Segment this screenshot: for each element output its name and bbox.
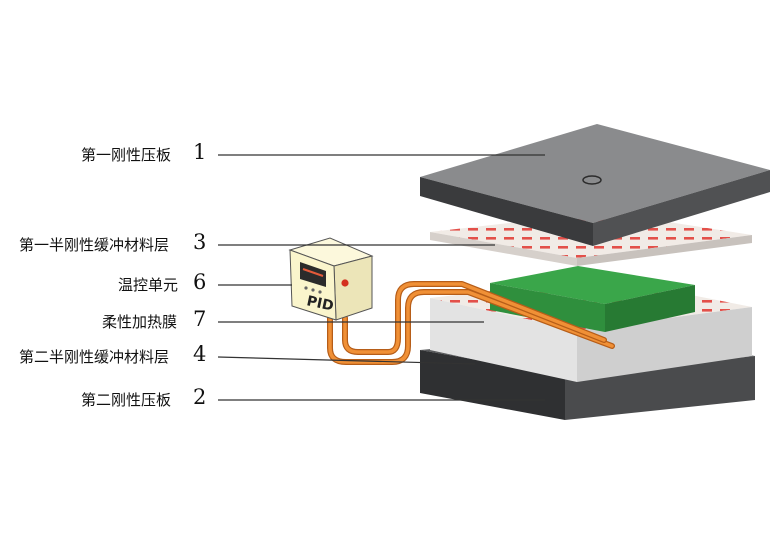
leader-lines xyxy=(217,154,545,401)
pid-badge: PID xyxy=(305,293,335,314)
label-temp-control: 温控单元 xyxy=(118,276,179,294)
number-top-plate: 1 xyxy=(193,140,207,164)
label-lower-buffer: 第二半刚性缓冲材料层 xyxy=(19,348,170,366)
label-heating-film: 柔性加热膜 xyxy=(102,313,178,331)
display-digits xyxy=(302,268,324,277)
button-1 xyxy=(304,286,308,290)
number-lower-buffer: 4 xyxy=(193,342,207,366)
pid-controller: PID xyxy=(288,237,374,321)
number-bottom-plate: 2 xyxy=(193,385,207,409)
leader-line-4 xyxy=(217,356,476,365)
button-3 xyxy=(318,290,322,294)
label-bottom-plate: 第二刚性压板 xyxy=(81,391,172,409)
sample-block xyxy=(490,266,695,332)
number-upper-buffer: 3 xyxy=(193,230,207,254)
center-hole xyxy=(582,175,602,185)
display-screen xyxy=(300,262,326,287)
button-2 xyxy=(311,288,315,292)
label-upper-buffer: 第一半刚性缓冲材料层 xyxy=(19,236,170,254)
indicator-light xyxy=(341,279,349,287)
heater-cable xyxy=(327,281,615,365)
top-rigid-plate xyxy=(420,124,770,246)
number-heating-film: 7 xyxy=(193,307,207,331)
number-temp-control: 6 xyxy=(193,270,207,294)
label-top-plate: 第一刚性压板 xyxy=(81,146,172,164)
